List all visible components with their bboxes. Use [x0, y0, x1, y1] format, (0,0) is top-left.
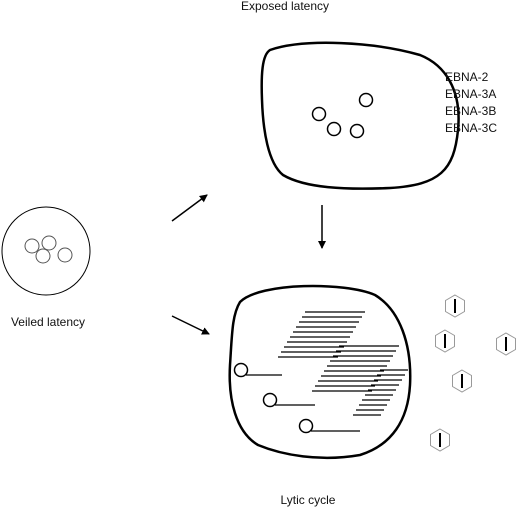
exposed-latency-cell: [260, 41, 460, 190]
virion-icon: [435, 329, 455, 353]
ebna-item: EBNA-3C: [445, 121, 497, 135]
replication-lines: [246, 311, 408, 432]
episome-icon: [311, 106, 327, 122]
virion-icon: [445, 294, 465, 318]
lytic-cycle-cell: [228, 284, 412, 460]
arrow-icon: [171, 194, 208, 222]
episome-icon: [326, 121, 342, 137]
virions: [430, 294, 516, 452]
episome-icon: [41, 235, 57, 251]
ebna-item: EBNA-2: [445, 70, 489, 84]
episome-icon: [349, 123, 365, 139]
episome-icon: [298, 418, 314, 434]
episome-icon: [262, 392, 278, 408]
virion-icon: [430, 428, 450, 452]
virion-icon: [496, 332, 516, 356]
veiled-latency-cell: [1, 206, 91, 296]
ebna-list: EBNA-2 EBNA-3A EBNA-3B EBNA-3C: [445, 70, 497, 135]
ebna-item: EBNA-3B: [445, 104, 496, 118]
ebna-item: EBNA-3A: [445, 87, 496, 101]
virion-icon: [452, 369, 472, 393]
exposed-latency-label: Exposed latency: [241, 0, 329, 13]
episome-icon: [358, 92, 374, 108]
episome-icon: [24, 238, 40, 254]
episome-icon: [57, 247, 73, 263]
lytic-cycle-label: Lytic cycle: [281, 493, 336, 507]
arrow-icon: [171, 315, 210, 335]
veiled-latency-label: Veiled latency: [11, 315, 85, 329]
episome-icon: [35, 248, 51, 264]
episome-icon: [233, 362, 249, 378]
